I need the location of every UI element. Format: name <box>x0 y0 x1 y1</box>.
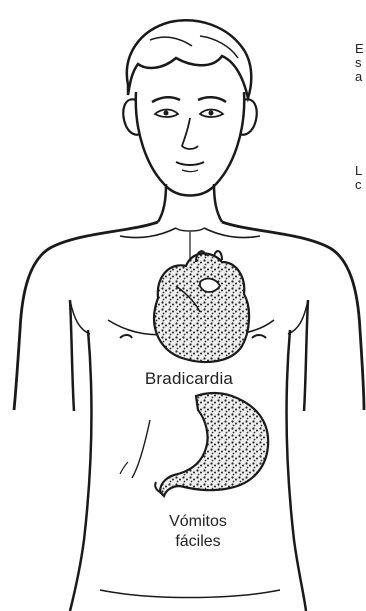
stomach-illustration <box>155 393 268 496</box>
side-text-block-2: L c <box>355 164 366 192</box>
side-text-line: L <box>355 164 366 178</box>
nose <box>182 118 198 149</box>
side-text-line: E <box>355 42 366 56</box>
side-text-line: a <box>355 70 366 84</box>
side-text-line: c <box>355 178 366 192</box>
heart-illustration <box>154 251 249 362</box>
side-text-block-1: E s a <box>355 42 366 84</box>
mouth <box>176 162 204 165</box>
right-nipple <box>252 335 266 338</box>
side-text-line: s <box>355 56 366 70</box>
vomiting-label: Vómitos fáciles <box>138 512 258 552</box>
vomiting-label-line2: fáciles <box>138 532 258 552</box>
vomiting-label-line1: Vómitos <box>138 512 258 532</box>
left-nipple <box>120 335 132 338</box>
neck <box>158 184 222 222</box>
head <box>136 92 244 196</box>
hair <box>127 20 251 98</box>
waist-right <box>287 330 306 611</box>
bradycardia-label: Bradicardia <box>112 369 266 389</box>
